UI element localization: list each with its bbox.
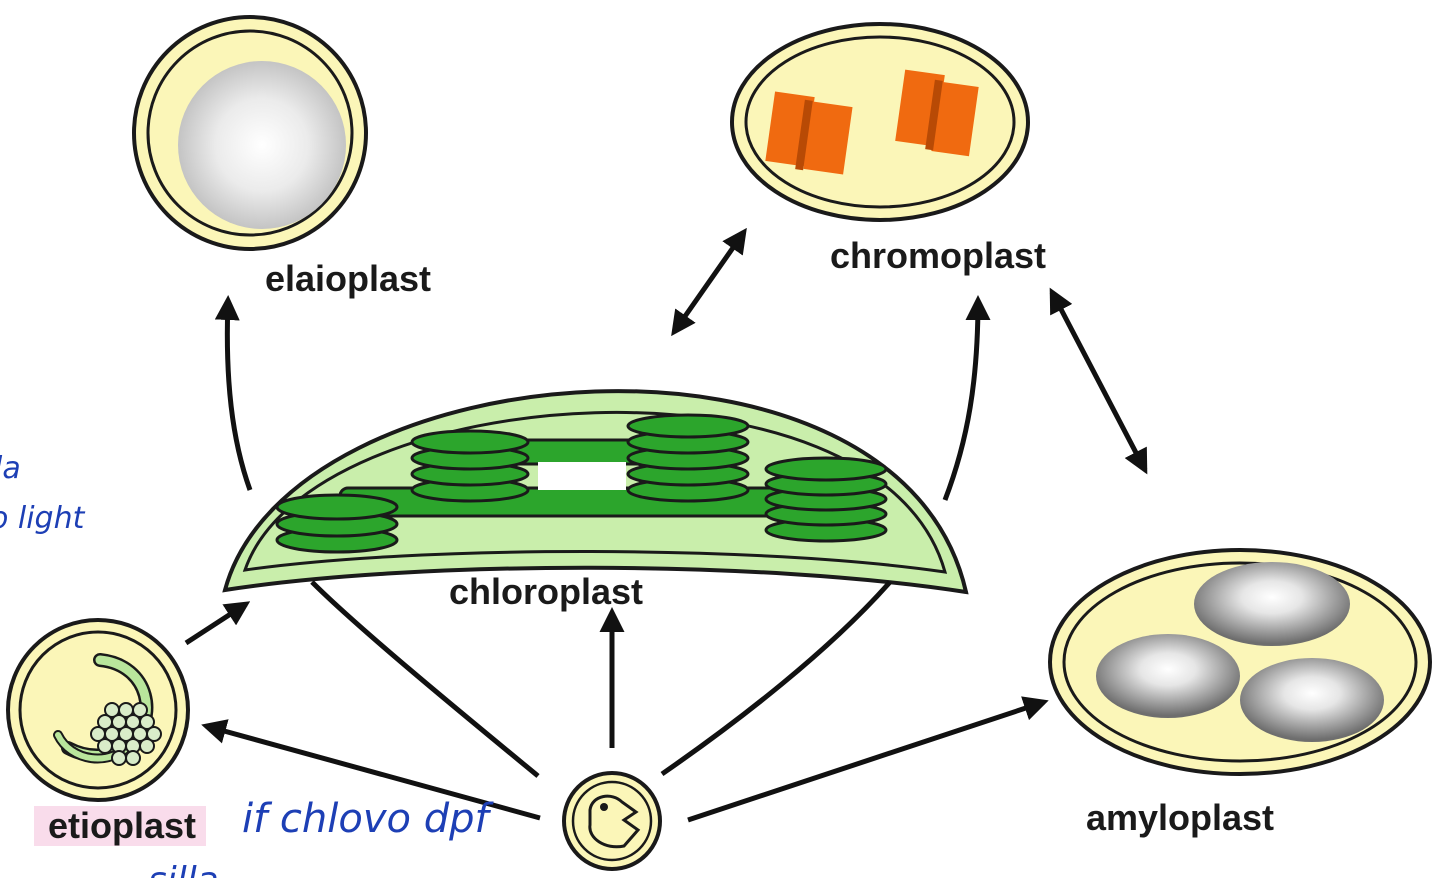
- chloroplast: [222, 389, 969, 595]
- starch-granule: [1240, 658, 1384, 742]
- amyloplast-label: amyloplast: [1086, 797, 1274, 838]
- handwritten-note: silla: [148, 860, 219, 878]
- handwritten-note: if chlovo dpf: [242, 796, 494, 842]
- proplastid: [562, 771, 662, 871]
- arrowhead-icon: [1049, 287, 1148, 475]
- etioplast: [6, 618, 190, 802]
- elaioplast: [132, 15, 368, 251]
- pigment-crystal: [765, 91, 853, 175]
- etioplast-label-highlight: [34, 806, 206, 846]
- handwritten-note: o light: [0, 501, 86, 536]
- elaioplast-label: elaioplast: [265, 258, 431, 299]
- arrowhead-icon: [184, 601, 251, 646]
- pigment-crystal: [895, 69, 979, 157]
- arrowhead-icon: [671, 227, 747, 337]
- granum: [626, 413, 750, 503]
- arrowhead-icon: [214, 295, 253, 491]
- handwritten-note: la: [0, 451, 21, 486]
- starch-granule: [1096, 634, 1240, 718]
- arrowhead-icon: [687, 696, 1049, 823]
- arrows: [184, 227, 1148, 823]
- arrowhead-icon: [201, 719, 541, 821]
- amyloplast: [1048, 548, 1432, 776]
- chromoplast-label: chromoplast: [830, 235, 1046, 276]
- prolamellar-body: [90, 702, 162, 766]
- granum: [410, 429, 530, 503]
- lipid-droplet: [178, 61, 346, 229]
- chloroplast-label: chloroplast: [449, 571, 643, 612]
- etioplast-label: etioplast: [48, 805, 196, 846]
- granum: [275, 493, 399, 554]
- arrowhead-icon: [942, 295, 991, 501]
- granum: [764, 456, 888, 543]
- chromoplast: [730, 22, 1030, 222]
- starch-granule: [1194, 562, 1350, 646]
